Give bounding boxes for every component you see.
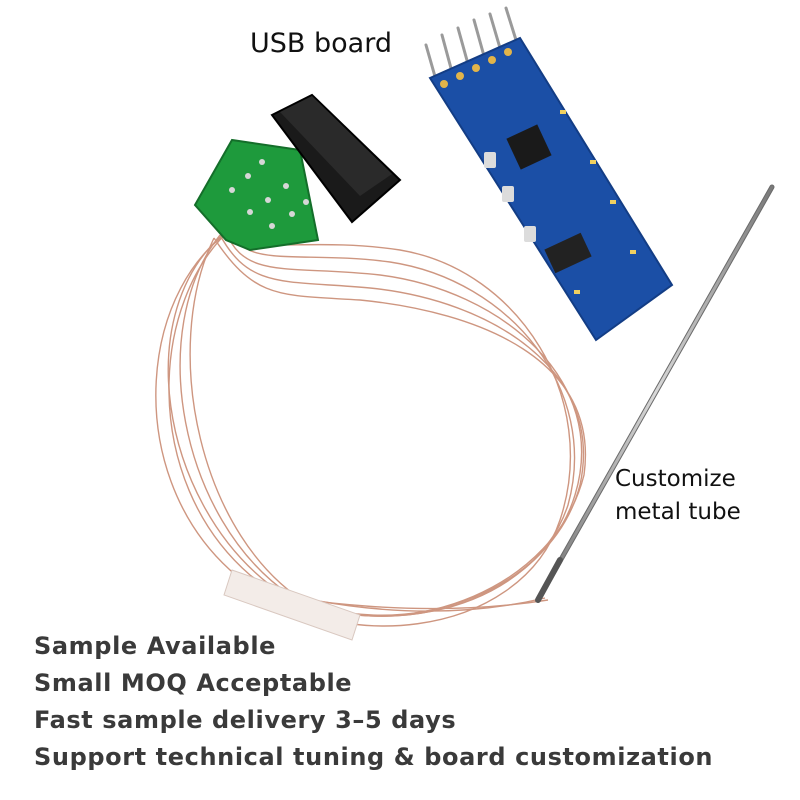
feature-customization: Support technical tuning & board customi… (34, 743, 714, 771)
sensor-board (193, 93, 402, 252)
metal-tube-label-line2: metal tube (615, 499, 741, 525)
usb-board (424, 6, 674, 342)
metal-tube-label: Customize metal tube (615, 463, 741, 529)
feature-delivery: Fast sample delivery 3–5 days (34, 706, 457, 734)
copper-wire-coil (155, 224, 587, 627)
usb-board-label: USB board (250, 28, 392, 59)
header-pins (424, 6, 518, 82)
feature-sample: Sample Available (34, 632, 277, 660)
feature-list: Sample Available Small MOQ Acceptable Fa… (34, 628, 713, 776)
metal-tube (535, 184, 775, 603)
heat-shrink-sleeve (223, 569, 361, 641)
feature-moq: Small MOQ Acceptable (34, 669, 353, 697)
metal-tube-label-line1: Customize (615, 466, 736, 492)
